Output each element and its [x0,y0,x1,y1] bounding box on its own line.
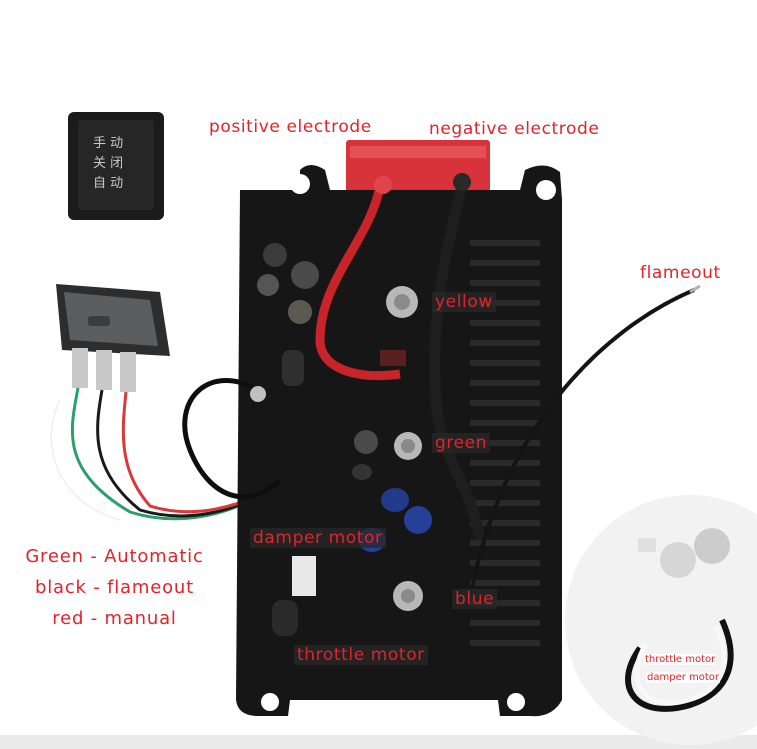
controller-housing [236,165,562,717]
rocker-switch [56,284,170,392]
legend-line-black: black - flameout [35,577,194,598]
switch-text-row3: 自 动 [93,176,124,191]
label-flameout: flameout [640,263,721,283]
label-throttle-motor: throttle motor [294,645,428,665]
inset-label-damper-motor: damper motor [646,672,721,683]
legend-line-green: Green - Automatic [25,546,204,567]
switch-face-plate [68,112,164,220]
label-blue: blue [452,589,498,609]
label-damper-motor: damper motor [250,528,386,548]
label-negative-electrode: negative electrode [429,119,600,139]
inset-label-throttle-motor: throttle motor [644,654,717,665]
legend-line-red: red - manual [52,608,177,629]
switch-text-row2: 关 闭 [93,156,124,171]
label-yellow: yellow [432,292,496,312]
switch-text-row1: 手 动 [93,136,124,151]
wire-color-legend: Green - Automatic black - flameout red -… [12,541,217,634]
label-positive-electrode: positive electrode [209,117,372,137]
label-green: green [432,433,491,453]
